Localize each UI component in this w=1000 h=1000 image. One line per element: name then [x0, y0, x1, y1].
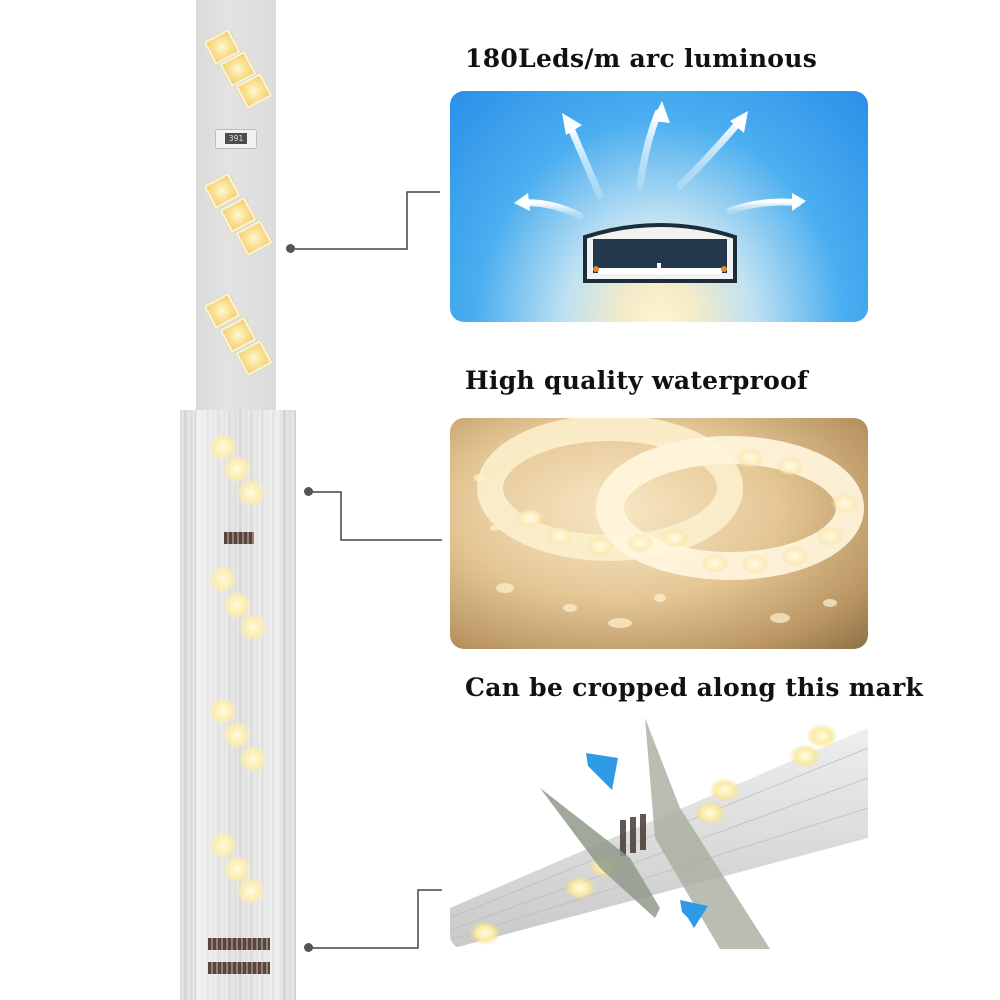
coil-led: [626, 533, 654, 553]
light-arrow: [726, 198, 802, 215]
water-droplet: [608, 618, 632, 628]
water-droplet: [496, 583, 514, 593]
callout-line-1: [291, 191, 440, 250]
led-glow: [222, 592, 252, 618]
callout-dot: [286, 244, 295, 253]
led-glow: [222, 722, 252, 748]
scissor-blade-lower: [645, 718, 770, 949]
cut-mark-bar: [630, 817, 636, 853]
pcb-divider: [657, 263, 661, 275]
cut-mark-bar: [640, 814, 646, 850]
led-glow: [236, 878, 266, 904]
pcb-led: [593, 266, 599, 272]
feature-heading-cut: Can be cropped along this mark: [465, 673, 924, 702]
strip-led: [694, 801, 726, 825]
blue-arrow-down-icon: [586, 753, 618, 790]
coil-led: [831, 493, 859, 513]
coil-led: [741, 554, 769, 574]
cut-mark: [208, 938, 270, 950]
led-glow: [238, 746, 268, 772]
arc-luminous-illustration: [450, 91, 868, 322]
coil-led: [701, 553, 729, 573]
waterproof-photo: [450, 418, 868, 649]
led-glow: [208, 832, 238, 858]
coil-led: [736, 448, 764, 468]
smd-resistor: 391: [215, 129, 257, 149]
led-glow: [208, 566, 238, 592]
water-droplet: [474, 474, 486, 482]
callout-line-3: [309, 889, 442, 949]
arrow-head: [730, 111, 748, 133]
coil-led: [516, 508, 544, 528]
arrow-head: [652, 101, 670, 123]
cut-mark-photo: [450, 718, 868, 949]
pcb-led: [721, 266, 727, 272]
water-droplet: [770, 613, 790, 623]
led-glow: [208, 698, 238, 724]
light-arrow: [676, 117, 744, 190]
light-arrow: [566, 122, 604, 200]
strip-led: [709, 778, 741, 802]
led-glow: [208, 434, 238, 460]
led-glow: [222, 856, 252, 882]
led-strip-bare-pcb: 391: [196, 0, 276, 410]
coil-led: [781, 546, 809, 566]
coil-led: [776, 456, 804, 476]
coil-led: [661, 528, 689, 548]
coil-led: [816, 526, 844, 546]
feature-heading-arc: 180Leds/m arc luminous: [465, 44, 818, 73]
blue-arrow-up-icon: [680, 900, 708, 928]
scissors-cut-mark-photo: [450, 718, 868, 949]
strip-led: [789, 744, 821, 768]
arrow-head: [562, 113, 582, 135]
callout-dot: [304, 943, 313, 952]
led-strip-silicone-covered: [180, 410, 296, 1000]
light-arrow: [636, 109, 662, 190]
light-arrow: [518, 199, 584, 220]
water-droplet: [563, 604, 577, 612]
water-droplet: [823, 599, 837, 607]
scissor-blade-upper: [540, 788, 660, 918]
cut-mark: [208, 962, 270, 974]
arrow-head: [792, 193, 806, 211]
resistor-code: 391: [225, 133, 247, 144]
callout-dot: [304, 487, 313, 496]
water-droplet: [490, 525, 500, 531]
led-glow: [222, 456, 252, 482]
strip-led: [564, 876, 596, 900]
water-droplet: [654, 594, 666, 602]
cut-mark-bar: [620, 820, 626, 856]
feature-heading-waterproof: High quality waterproof: [465, 366, 809, 395]
callout-line-2: [309, 491, 442, 541]
led-glow: [236, 480, 266, 506]
strip-led: [806, 724, 838, 748]
strip-led: [469, 921, 501, 945]
coil-led: [586, 536, 614, 556]
led-glow: [238, 614, 268, 640]
coil-led: [546, 526, 574, 546]
arc-luminous-cross-section-icon: [514, 101, 806, 283]
waterproof-led-coil-photo: [474, 418, 864, 628]
cut-mark: [224, 532, 254, 544]
arrow-head: [514, 193, 530, 211]
